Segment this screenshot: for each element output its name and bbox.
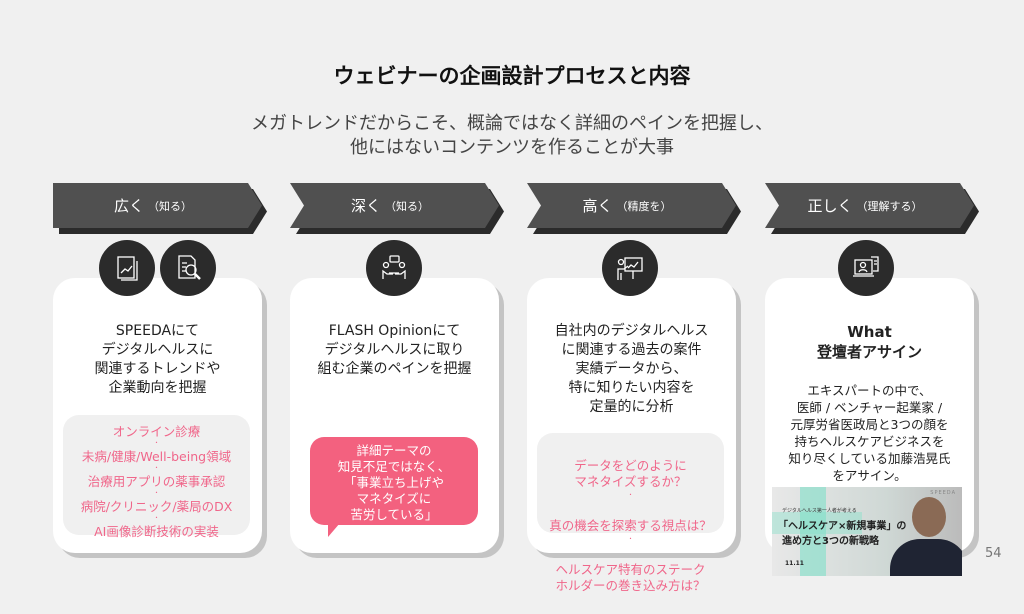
text-line: 苦労している」 <box>350 507 438 522</box>
insight-speech-bubble: 詳細テーマの知見不足ではなく、「事業立ち上げやマネタイズに苦労している」 <box>310 437 478 537</box>
topic-item: 治療用アプリの薬事承認 <box>87 474 226 489</box>
subtitle-line: メガトレンドだからこそ、概論ではなく詳細のペインを把握し、 <box>251 113 773 134</box>
text-line: 知り尽くしている加藤浩晃氏 <box>788 451 951 466</box>
step-subtitle: （理解する） <box>856 199 923 213</box>
step-chevron: 正しく（理解する） <box>765 183 979 234</box>
topic-item: 未病/健康/Well-being領域 <box>81 449 232 464</box>
step-label: 広く （知る） <box>53 183 253 228</box>
step-chevron: 高く（精度を） <box>527 183 741 234</box>
separator-dot: ・ <box>153 465 160 472</box>
page-title: ウェビナーの企画設計プロセスと内容 <box>333 64 691 88</box>
text-line: に関連する過去の案件 <box>561 342 702 358</box>
text-line: 特に知りたい内容を <box>568 380 695 396</box>
text-line: 持ちヘルスケアビジネスを <box>794 434 945 449</box>
text-line: デジタルヘルスに <box>101 342 214 358</box>
text-line: 関連するトレンドや <box>94 361 221 377</box>
step-chevron: 深く （知る） <box>290 183 504 234</box>
text-line: FLASH Opinionにて <box>328 323 461 339</box>
banner-headline: 進め方と3つの新戦略 <box>782 536 879 547</box>
text-line: 自社内のデジタルヘルス <box>554 323 709 339</box>
text-line: マネタイズに <box>356 491 432 506</box>
chevron-arrow-shape <box>53 183 267 234</box>
text-line: をアサイン。 <box>832 468 907 483</box>
topic-list: オンライン診療・ 未病/健康/Well-being領域・ 治療用アプリの薬事承認… <box>63 415 250 538</box>
step-label: 深く （知る） <box>290 183 490 228</box>
subtitle-line: 他にはないコンテンツを作ることが大事 <box>350 137 674 158</box>
step-description: 自社内のデジタルヘルスに関連する過去の案件実績データから、特に知りたい内容を定量… <box>527 322 736 417</box>
text-line: 組む企業のペインを把握 <box>317 361 472 377</box>
step-subtitle: （精度を） <box>616 199 672 213</box>
step-subtitle: （知る） <box>385 199 429 213</box>
text-line: エキスパートの中で、 <box>807 383 932 398</box>
step-description: SPEEDAにてデジタルヘルスに関連するトレンドや企業動向を把握 <box>53 322 262 398</box>
separator-dot: ・ <box>153 515 160 522</box>
step-title: 広く <box>113 197 144 215</box>
text-line: 知見不足ではなく、 <box>337 459 451 474</box>
speaker-photo-head <box>912 497 946 537</box>
separator-dot: ・ <box>627 492 634 499</box>
text-line: 詳細テーマの <box>356 443 432 458</box>
separator-dot: ・ <box>153 490 160 497</box>
topic-item: AI画像診断技術の実装 <box>94 524 219 539</box>
text-line: デジタルヘルスに取り <box>324 342 465 358</box>
meeting-icon <box>366 240 422 296</box>
webinar-banner-image: SPEEDA デジタルヘルス第一人者が考える 「ヘルスケア×新規事業」の 進め方… <box>772 487 962 576</box>
speaker-photo-body <box>890 539 962 576</box>
step-chevron: 広く （知る） <box>53 183 267 234</box>
banner-brand: SPEEDA <box>930 490 956 496</box>
topic-item: 病院/クリニック/薬局のDX <box>80 499 233 514</box>
page-subtitle: メガトレンドだからこそ、概論ではなく詳細のペインを把握し、 他にはないコンテンツ… <box>0 112 1024 160</box>
banner-headline: 「ヘルスケア×新規事業」の <box>778 521 907 532</box>
chart-document-icon <box>99 240 155 296</box>
separator-dot: ・ <box>627 536 634 543</box>
topic-item: オンライン診療 <box>112 424 201 439</box>
question-item: 真の機会を探索する視点は？ <box>549 518 712 533</box>
step-card-high: 自社内のデジタルヘルスに関連する過去の案件実績データから、特に知りたい内容を定量… <box>527 278 736 593</box>
document-search-icon <box>160 240 216 296</box>
page-number: 54 <box>985 546 1002 561</box>
banner-date: 11.11 <box>785 560 804 567</box>
step-card-broad: SPEEDAにてデジタルヘルスに関連するトレンドや企業動向を把握 オンライン診療… <box>53 278 262 553</box>
heading-line: What <box>847 323 892 341</box>
speaker-heading: What 登壇者アサイン <box>765 322 974 362</box>
presentation-icon <box>602 240 658 296</box>
step-title: 高く <box>582 197 613 215</box>
question-item: データをどのように マネタイズするか？ <box>574 458 687 489</box>
step-label: 正しく（理解する） <box>765 183 965 228</box>
step-card-deep: FLASH Opinionにてデジタルヘルスに取り組む企業のペインを把握 詳細テ… <box>290 278 499 553</box>
step-label: 高く（精度を） <box>527 183 727 228</box>
text-line: 「事業立ち上げや <box>343 475 444 490</box>
step-description: エキスパートの中で、医師 / ベンチャー起業家 / 元厚労省医政局と3つの顔を持ち… <box>765 382 974 484</box>
banner-kicker: デジタルヘルス第一人者が考える <box>782 508 857 514</box>
chevron-arrow-shape <box>765 183 979 234</box>
text-line: SPEEDAにて <box>115 323 200 339</box>
text-line: 元厚労省医政局と3つの顔を <box>790 417 949 432</box>
step-subtitle: （知る） <box>148 199 192 213</box>
separator-dot: ・ <box>153 440 160 447</box>
chevron-arrow-shape <box>290 183 504 234</box>
question-list: データをどのように マネタイズするか？ ・ 真の機会を探索する視点は？ ・ ヘルスケ… <box>537 433 724 593</box>
question-item: ヘルスケア特有のステーク ホルダーの巻き込み方は？ <box>555 562 706 593</box>
text-line: 医師 / ベンチャー起業家 / <box>796 400 943 415</box>
chevron-arrow-shape <box>527 183 741 234</box>
text-line: 企業動向を把握 <box>108 380 207 396</box>
text-line: 定量的に分析 <box>589 399 674 415</box>
heading-line: 登壇者アサイン <box>816 343 922 361</box>
expert-profile-icon <box>838 240 894 296</box>
step-title: 正しく <box>807 197 853 215</box>
text-line: 実績データから、 <box>575 361 688 377</box>
step-description: FLASH Opinionにてデジタルヘルスに取り組む企業のペインを把握 <box>290 322 499 379</box>
step-title: 深く <box>350 197 381 215</box>
